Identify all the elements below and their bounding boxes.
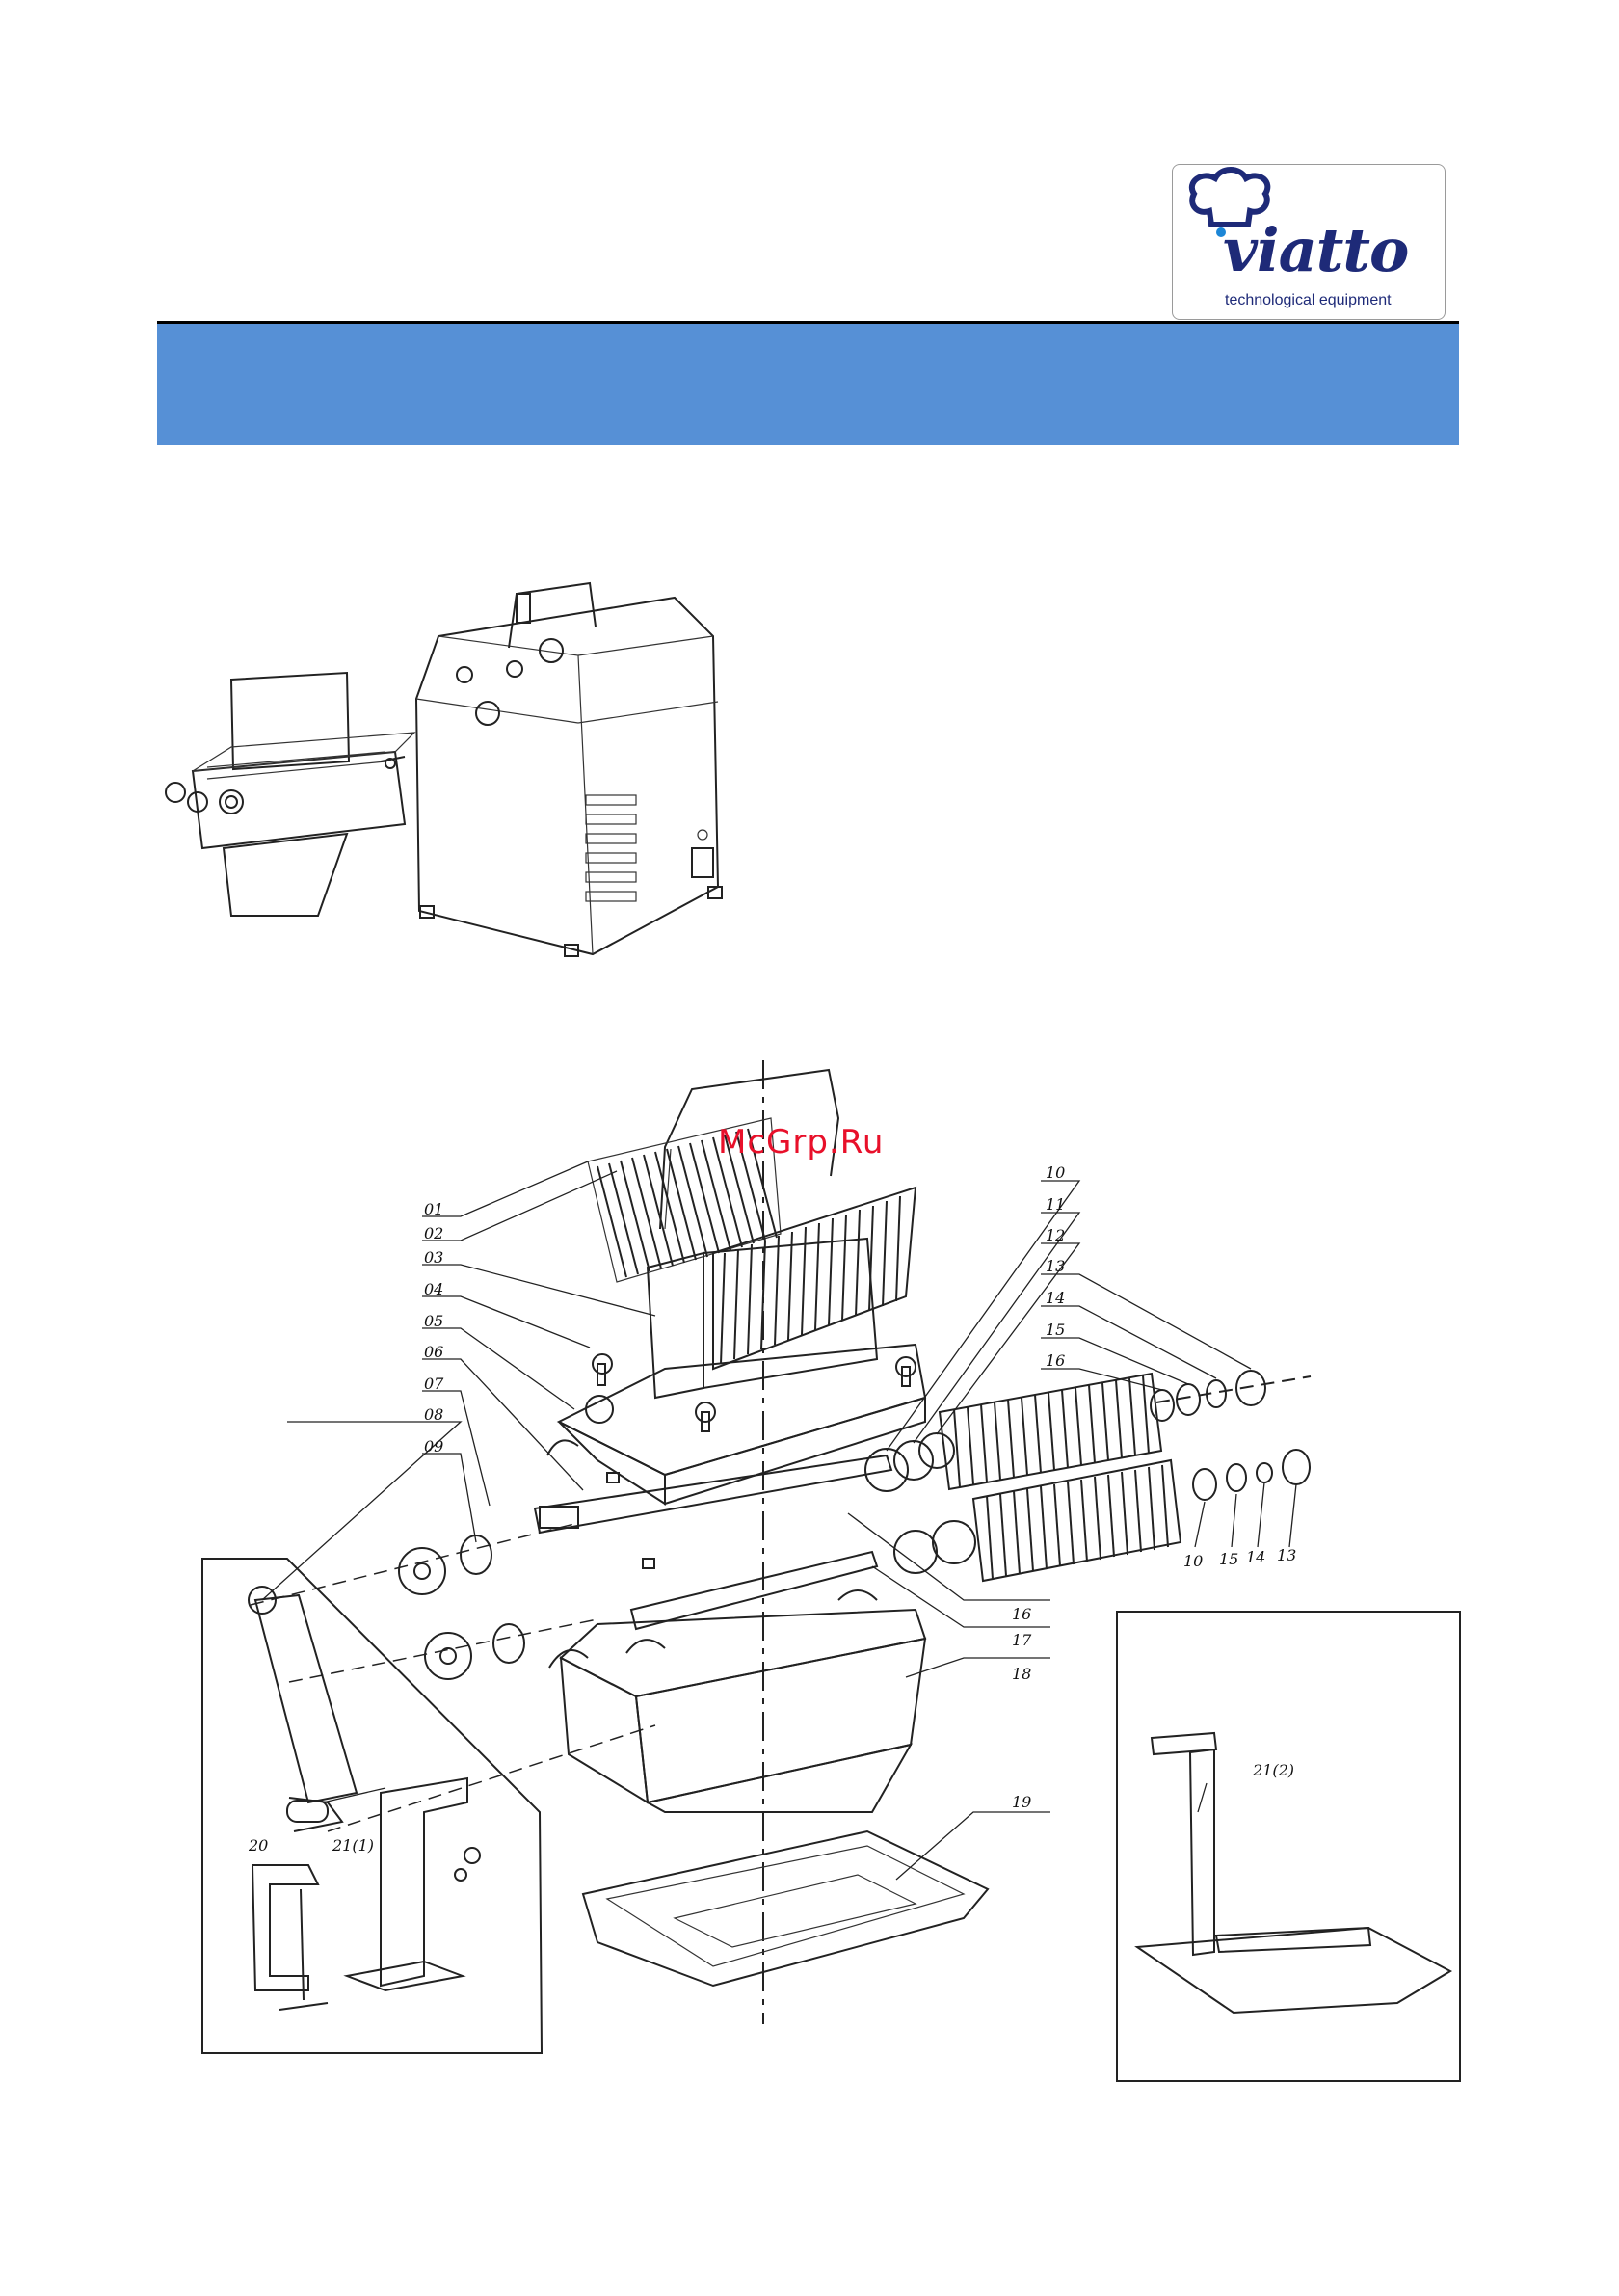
part-label: 13 [1046,1257,1065,1275]
tenderizer-attachment-drawing [166,673,414,916]
part-label: 04 [424,1280,443,1298]
part-label: 15 [1046,1321,1065,1339]
part-label: 14 [1046,1289,1065,1307]
part-label: 15 [1219,1550,1238,1568]
part-label: 10 [1046,1163,1065,1182]
part-label: 18 [1012,1665,1031,1683]
part-label: 10 [1183,1552,1203,1570]
part-label: 16 [1046,1351,1065,1370]
part-labels: 01 02 03 04 05 06 07 08 09 10 11 12 13 1… [248,1163,1296,1855]
part-label: 17 [1012,1631,1032,1649]
part-label: 06 [424,1343,443,1361]
watermark-text: McGrp.Ru [718,1123,884,1161]
part-label: 03 [424,1248,443,1267]
part-label: 02 [424,1224,443,1242]
part-label: 16 [1012,1605,1031,1623]
part-label: 21(1) [332,1836,374,1855]
part-label: 19 [1012,1793,1031,1811]
part-label: 09 [424,1437,443,1455]
part-label: 07 [424,1375,444,1393]
part-label: 21(2) [1252,1761,1294,1779]
motor-unit-drawing [416,583,722,956]
exploded-view [202,1060,1460,2081]
part-label: 20 [248,1836,268,1855]
part-label: 08 [424,1405,443,1424]
part-label: 11 [1046,1195,1065,1214]
part-label: 05 [424,1312,443,1330]
part-label: 14 [1246,1548,1265,1566]
part-label: 13 [1277,1546,1296,1564]
part-label: 01 [424,1200,443,1218]
part-label: 12 [1046,1226,1065,1244]
